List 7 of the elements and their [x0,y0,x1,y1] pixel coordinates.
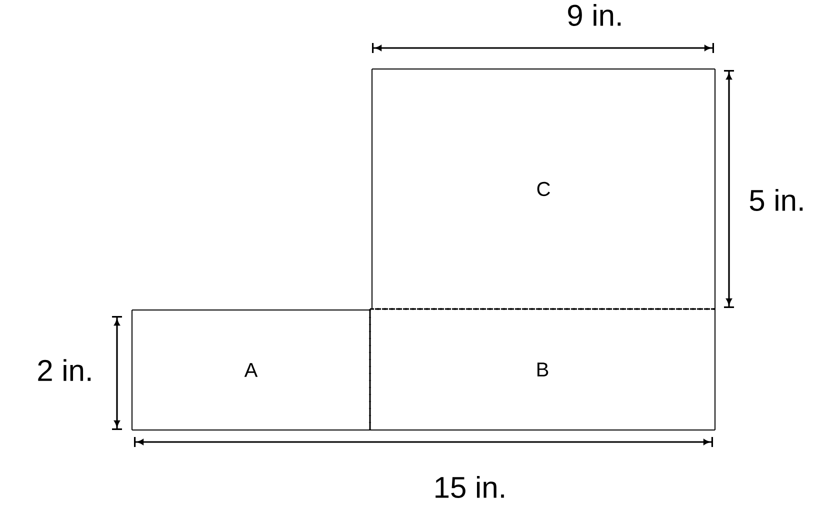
dimension-label: 15 in. [436,476,504,498]
dimension-label: 5 in. [750,188,803,212]
dimension-label: 9 in. [568,4,621,26]
dimension-label: 2 in. [38,359,91,381]
region-box: C [372,68,716,310]
region-box: B [369,308,716,430]
region-box: A [132,310,371,430]
